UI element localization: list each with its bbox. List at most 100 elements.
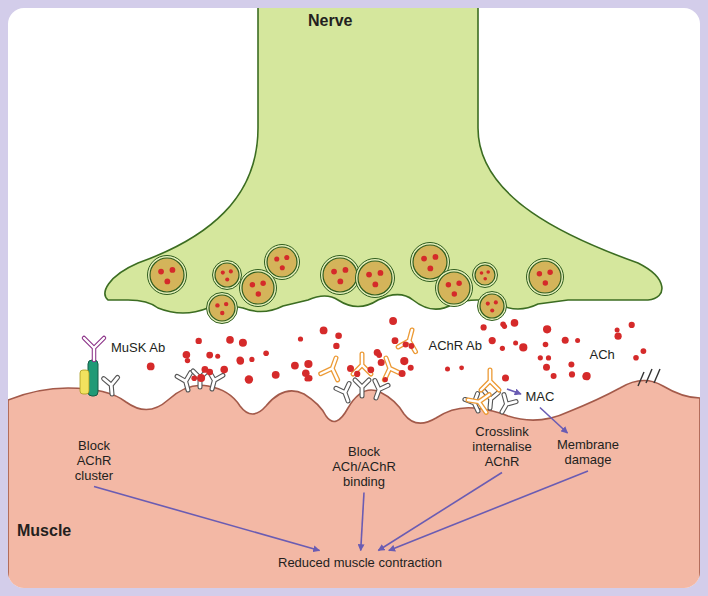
- effect-text: Crosslink internalise AChR: [462, 424, 542, 469]
- ach-molecule: [408, 365, 414, 371]
- vesicle-membrane: [321, 256, 360, 295]
- lrp4-protein: [80, 370, 89, 394]
- mechanism-text: Crosslink internalise AChR: [460, 423, 544, 470]
- vesicle: [323, 258, 357, 292]
- achr-antibody-fill: [321, 355, 345, 380]
- ach-molecule: [196, 338, 202, 344]
- ach-molecule: [256, 291, 261, 296]
- effect-text: Reduced muscle contraction: [278, 555, 442, 570]
- ach-molecule: [409, 343, 415, 349]
- ach-molecule: [446, 282, 451, 287]
- ach-molecule: [568, 362, 574, 368]
- ach-molecule: [500, 346, 505, 351]
- ach-molecule: [513, 340, 518, 345]
- ach-molecule: [147, 363, 155, 371]
- achr-antibody-fill: [378, 355, 402, 380]
- effect-text: Membrane damage: [552, 437, 624, 467]
- ach-molecule: [400, 357, 408, 365]
- ach-molecule: [298, 336, 303, 341]
- ach-molecule: [343, 267, 349, 273]
- nerve-terminal-outline: [96, 8, 676, 328]
- vesicle-membrane: [527, 259, 564, 296]
- ach-molecule: [421, 256, 427, 262]
- ach-molecule: [546, 355, 551, 360]
- achr-antibody: [398, 328, 421, 352]
- label-holder: AChR Ab: [429, 338, 482, 353]
- ach-molecule: [215, 354, 220, 359]
- nerve-terminal: Nerve: [96, 8, 676, 328]
- vesicle-membrane: [240, 270, 277, 307]
- musk-antibody-fill: [84, 338, 104, 360]
- vesicle: [475, 265, 495, 285]
- ach-molecule: [170, 267, 176, 273]
- ach-molecule: [374, 349, 381, 356]
- part-label: AChR Ab: [429, 338, 482, 353]
- ach-molecule: [490, 309, 494, 313]
- ach-molecule: [183, 351, 191, 359]
- ach-molecule: [215, 303, 219, 307]
- ach-molecule: [320, 327, 328, 335]
- ach-molecule: [502, 375, 509, 382]
- ach-molecule: [403, 342, 409, 348]
- ach-molecule: [197, 374, 205, 382]
- ach-molecule: [164, 279, 170, 285]
- ach-molecule: [331, 269, 337, 275]
- ach-molecule: [191, 375, 197, 381]
- ach-molecule: [263, 350, 269, 356]
- achr-antibody-fill: [481, 370, 499, 390]
- ach-molecule: [537, 271, 542, 276]
- ach-molecule: [486, 302, 490, 306]
- ach-molecule: [220, 311, 224, 315]
- muscle-fibre-shape: [8, 380, 700, 588]
- ach-molecule: [250, 282, 255, 287]
- ach-molecule: [569, 371, 575, 377]
- ach-molecule: [452, 291, 457, 296]
- ach-molecule: [489, 337, 496, 344]
- ach-molecule: [304, 376, 309, 381]
- ach-molecule: [366, 272, 372, 278]
- ach-molecule: [291, 362, 299, 370]
- ach-molecule: [543, 364, 550, 371]
- ach-molecule: [575, 338, 580, 343]
- vesicle-membrane: [207, 293, 238, 324]
- ach-molecule: [335, 332, 342, 339]
- ach-molecule: [481, 324, 487, 330]
- ach-molecule: [494, 300, 498, 304]
- nerve-terminal-shape: [105, 8, 662, 313]
- achr-receptor-outline: [336, 384, 355, 404]
- text-holder: Muscle: [17, 521, 71, 540]
- ach-molecule: [641, 348, 647, 354]
- achr-antibody-fill: [398, 328, 421, 352]
- ach-molecule: [272, 371, 280, 379]
- ach-molecule: [245, 375, 253, 383]
- text-holder: Nerve: [308, 11, 352, 30]
- ach-molecule: [399, 370, 406, 377]
- achr-antibody-outline: [481, 370, 499, 390]
- vesicle: [267, 247, 297, 277]
- ach-molecule: [378, 270, 384, 276]
- achr-antibody-outline: [398, 328, 421, 352]
- achr-antibody-outline: [321, 355, 345, 380]
- illustration: [8, 8, 700, 588]
- region-name: Muscle: [17, 521, 71, 540]
- ach-molecule: [392, 337, 399, 344]
- vesicle-membrane: [478, 292, 507, 321]
- ach-molecule: [543, 342, 549, 348]
- vesicle: [242, 272, 274, 304]
- vesicle: [150, 258, 184, 292]
- ach-molecule: [378, 359, 385, 366]
- ach-molecule: [206, 352, 213, 359]
- achr-receptor-fill: [336, 384, 355, 404]
- ach-molecule: [284, 255, 289, 260]
- effect-text: Block AChR cluster: [63, 438, 125, 483]
- ach-molecule: [551, 373, 557, 379]
- vesicle-membrane: [473, 263, 498, 288]
- ach-molecule: [633, 355, 639, 361]
- ach-molecule: [239, 339, 247, 347]
- ach-molecule: [237, 356, 244, 363]
- ach-molecule: [547, 269, 552, 274]
- achr-receptor: [336, 384, 355, 404]
- figure-panel: NerveMuscleBlock AChR clusterBlock ACh/A…: [8, 8, 700, 588]
- vesicle: [438, 272, 470, 304]
- ach-molecule: [347, 365, 354, 372]
